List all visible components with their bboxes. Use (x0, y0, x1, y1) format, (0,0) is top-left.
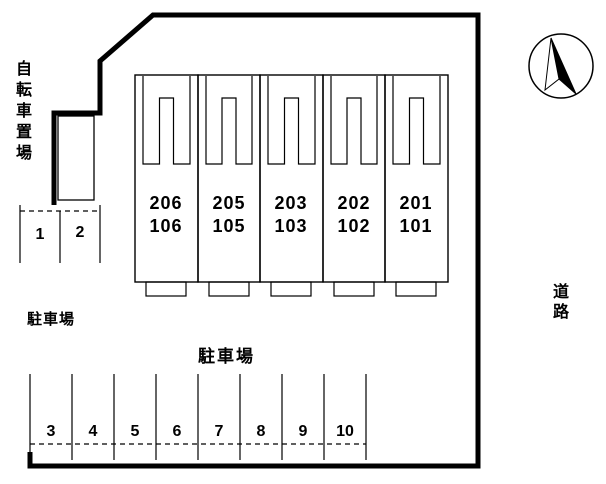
stall-number: 4 (88, 423, 98, 440)
building-porches (145, 281, 437, 297)
property-boundary (27, 12, 481, 469)
porch (395, 281, 437, 297)
unit-lower-number: 106 (149, 216, 183, 236)
stall-number: 5 (130, 423, 140, 440)
unit-lower-number: 102 (337, 216, 371, 236)
stall-number: 8 (256, 423, 266, 440)
stairwell-icon (330, 76, 378, 165)
bottom-parking-lines (29, 374, 367, 460)
unit-upper-number: 205 (212, 193, 246, 213)
stall-number: 10 (336, 423, 354, 440)
unit-206-106-outline (134, 74, 199, 283)
stall-number: 1 (35, 226, 45, 243)
unit-label: 206 106 (134, 192, 198, 238)
unit-label: 205 105 (197, 192, 261, 238)
stall-number: 9 (298, 423, 308, 440)
stall-number: 7 (214, 423, 224, 440)
building-outline (134, 74, 449, 283)
stairwell-icon (205, 76, 253, 165)
left-parking-lines (19, 205, 101, 263)
bicycle-parking-label: 自転車置場 (13, 60, 30, 165)
unit-label: 201 101 (384, 192, 448, 238)
stall-number: 6 (172, 423, 182, 440)
stairwell-icon (267, 76, 316, 165)
parking-left-label: 駐車場 (27, 311, 76, 328)
porch (208, 281, 250, 297)
unit-upper-number: 201 (399, 193, 433, 213)
unit-205-105-outline (197, 74, 261, 283)
north-arrow-icon (528, 33, 594, 99)
stairwell-icon (142, 76, 191, 165)
unit-upper-number: 203 (274, 193, 308, 213)
road-label: 道路 (550, 283, 567, 323)
stall-number: 3 (46, 423, 56, 440)
stairwell-icon (392, 76, 441, 165)
building-stairwells (142, 76, 441, 165)
unit-label: 203 103 (259, 192, 323, 238)
compass-needle-light (544, 37, 560, 92)
porch (145, 281, 187, 297)
unit-label: 202 102 (322, 192, 386, 238)
unit-lower-number: 103 (274, 216, 308, 236)
unit-203-103-outline (259, 74, 324, 283)
porch (270, 281, 312, 297)
porch (333, 281, 375, 297)
unit-lower-number: 105 (212, 216, 246, 236)
unit-201-101-outline (384, 74, 449, 283)
stall-number: 2 (75, 224, 85, 241)
unit-upper-number: 202 (337, 193, 371, 213)
unit-lower-number: 101 (399, 216, 433, 236)
bicycle-parking-area (57, 115, 95, 201)
unit-upper-number: 206 (149, 193, 183, 213)
unit-202-102-outline (322, 74, 386, 283)
parking-bottom-label: 駐車場 (198, 347, 255, 366)
